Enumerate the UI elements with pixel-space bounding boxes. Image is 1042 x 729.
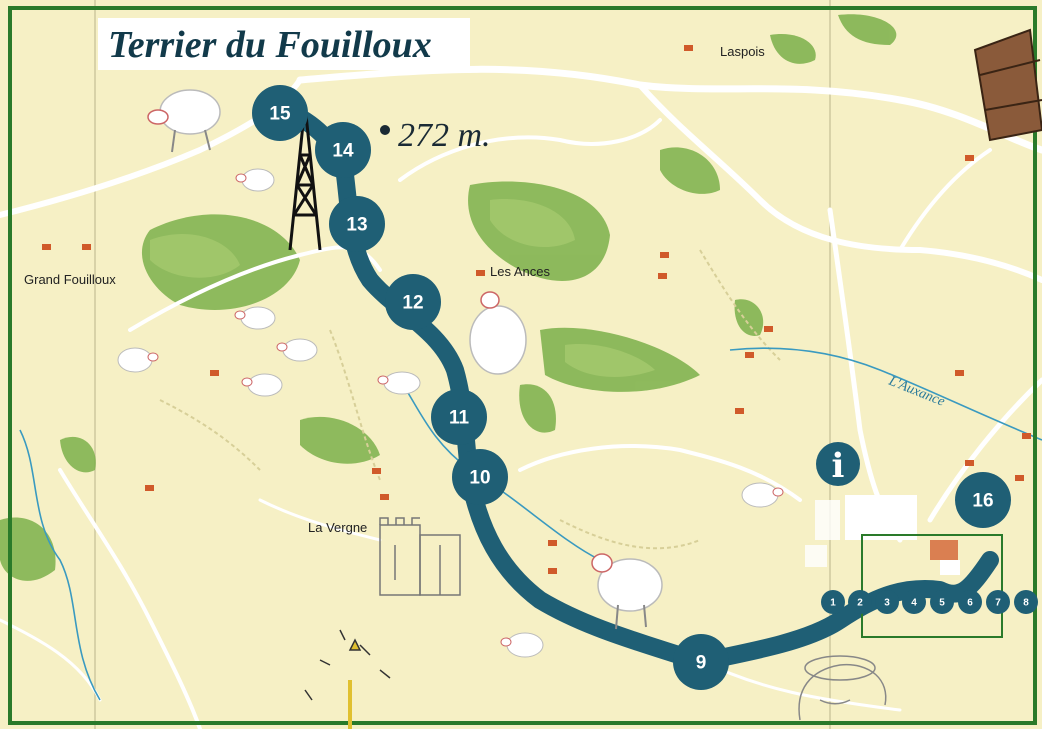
tracks xyxy=(159,249,781,550)
route-stops-small: 1 2 3 4 5 6 7 8 xyxy=(821,590,1038,614)
stop-marker-9[interactable]: 9 xyxy=(673,634,729,690)
stop-marker-circle xyxy=(986,590,1010,614)
stop-marker-circle xyxy=(875,590,899,614)
place-label-les-ances: Les Ances xyxy=(490,264,550,279)
stop-number: 2 xyxy=(857,598,863,609)
place-label-grand-fouilloux: Grand Fouilloux xyxy=(24,272,116,287)
stop-number: 12 xyxy=(402,293,423,314)
stop-number: 6 xyxy=(967,598,973,609)
stop-number: 11 xyxy=(449,408,470,429)
barrel-icon xyxy=(973,28,1042,142)
map-title: Terrier du Fouilloux xyxy=(108,24,432,66)
person-icon xyxy=(798,655,887,721)
stop-marker-circle xyxy=(821,590,845,614)
stop-number: 4 xyxy=(911,598,917,609)
stop-number: 16 xyxy=(972,491,993,512)
stop-marker-circle xyxy=(930,590,954,614)
stop-number: 13 xyxy=(346,215,367,236)
stop-marker-circle xyxy=(958,590,982,614)
stop-marker-circle xyxy=(955,472,1011,528)
stop-marker-small-3[interactable]: 3 xyxy=(875,590,899,614)
stop-marker-circle xyxy=(848,590,872,614)
stop-number: 8 xyxy=(1023,598,1029,609)
house-icons xyxy=(42,45,1031,574)
stop-marker-small-5[interactable]: 5 xyxy=(930,590,954,614)
stop-marker-15[interactable]: 15 xyxy=(252,85,308,141)
summit-dot xyxy=(380,125,390,135)
stop-number: 10 xyxy=(469,468,490,489)
stop-marker-12[interactable]: 12 xyxy=(385,274,441,330)
sheep-icons xyxy=(117,89,784,658)
castle-icon xyxy=(379,517,461,596)
stop-marker-circle xyxy=(1014,590,1038,614)
stop-marker-circle xyxy=(329,196,385,252)
stop-number: 9 xyxy=(696,653,707,674)
stop-marker-circle xyxy=(252,85,308,141)
stop-marker-13[interactable]: 13 xyxy=(329,196,385,252)
stop-marker-circle xyxy=(385,274,441,330)
stop-number: 15 xyxy=(269,104,291,125)
stop-number: 3 xyxy=(884,598,890,609)
title-plate xyxy=(98,18,470,70)
stop-number: 1 xyxy=(830,598,836,609)
stop-marker-circle xyxy=(315,122,371,178)
stop-marker-circle xyxy=(431,389,487,445)
stop-marker-circle xyxy=(452,449,508,505)
stop-marker-circle xyxy=(902,590,926,614)
stop-number: 14 xyxy=(332,141,354,162)
stop-marker-small-8[interactable]: 8 xyxy=(1014,590,1038,614)
stop-marker-small-6[interactable]: 6 xyxy=(958,590,982,614)
svg-text:i: i xyxy=(832,446,845,486)
map-frame xyxy=(8,6,1037,725)
stop-marker-small-4[interactable]: 4 xyxy=(902,590,926,614)
stop-marker-small-2[interactable]: 2 xyxy=(848,590,872,614)
stop-marker-circle xyxy=(673,634,729,690)
stop-marker-small-7[interactable]: 7 xyxy=(986,590,1010,614)
place-label-la-vergne: La Vergne xyxy=(308,520,367,535)
stop-number: 7 xyxy=(995,598,1001,609)
stop-marker-11[interactable]: 11 xyxy=(431,389,487,445)
altitude-label: 272 m. xyxy=(398,117,491,154)
stop-marker-16[interactable]: 16 xyxy=(955,472,1011,528)
festival-icon xyxy=(304,629,391,729)
village-inset xyxy=(805,495,1003,638)
stop-marker-10[interactable]: 10 xyxy=(452,449,508,505)
place-label-laspois: Laspois xyxy=(720,44,765,59)
meadows xyxy=(150,199,655,377)
info-icon[interactable]: i xyxy=(816,442,860,486)
stop-marker-small-1[interactable]: 1 xyxy=(821,590,845,614)
stop-marker-14[interactable]: 14 xyxy=(315,122,371,178)
stop-number: 5 xyxy=(939,598,945,609)
